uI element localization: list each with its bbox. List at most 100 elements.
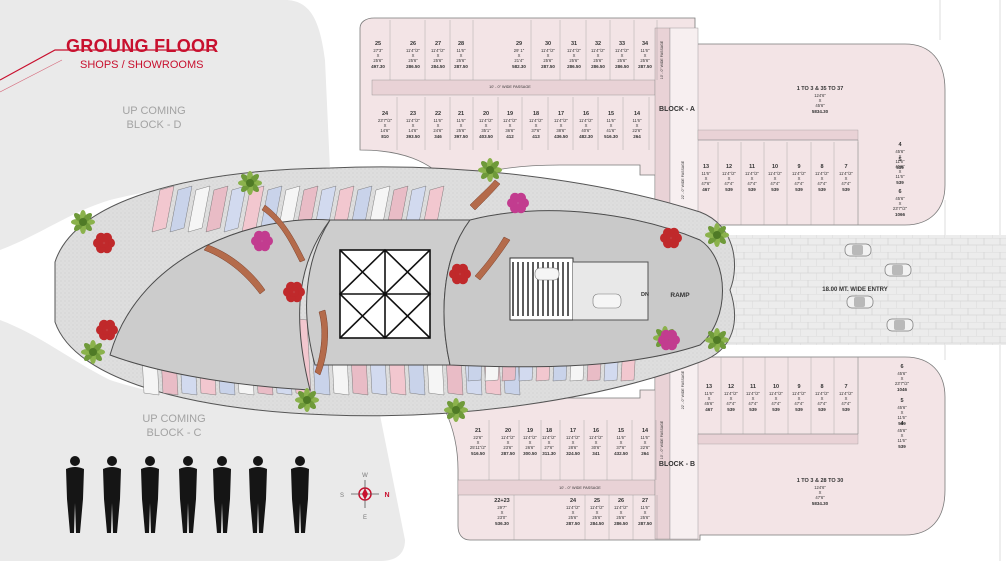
car-icon	[846, 295, 874, 309]
tree-icon	[705, 223, 729, 247]
shop-dimension-x: X	[751, 176, 754, 181]
shop-number: 10	[772, 164, 778, 170]
shop-dimension: 23'7"/2"	[893, 206, 908, 211]
shop-number: 13	[706, 384, 712, 390]
passage-label: 22' - 0" WIDE PASSAGE	[681, 160, 685, 199]
tree-icon	[295, 388, 319, 412]
shop-dimension: 47'4"	[724, 181, 734, 186]
shop-dimension: 11'4"/2"	[529, 118, 543, 123]
flower-bed-icon	[660, 227, 682, 249]
shop-dimension: 11'4"/2"	[615, 48, 629, 53]
block-d-outline	[0, 0, 330, 250]
shop-dimension: 11'4"/2"	[503, 118, 517, 123]
shop-dimension: 11'6"	[641, 505, 650, 510]
shop-area: 1046	[897, 387, 908, 392]
shop-dimension: 47'4"	[770, 181, 780, 186]
shop-dimension-x: X	[595, 440, 598, 445]
flower-bed-icon	[449, 263, 471, 285]
shop-dimension: 11'4"/2"	[768, 171, 782, 176]
shop-dimension: 11'4"/2"	[614, 505, 628, 510]
shop-dimension: 11'4"/2"	[566, 435, 580, 440]
shop-area: 286.50	[614, 521, 628, 526]
shop-number: 16	[593, 428, 599, 434]
plaza-strip	[187, 185, 211, 233]
shop-dimension: 25'6"	[617, 58, 627, 63]
shop-dimension-x: X	[821, 176, 824, 181]
page-subtitle: SHOPS / SHOWROOMS	[80, 59, 204, 71]
shop-dimension-x: X	[620, 440, 623, 445]
shop-dimension: 25'6"	[408, 58, 418, 63]
tree-icon	[238, 171, 262, 195]
shop-dimension-x: X	[705, 176, 708, 181]
shop-dimension-x: X	[644, 510, 647, 515]
shop-dimension: 22'6"	[632, 128, 642, 133]
shop-dimension-x: X	[377, 53, 380, 58]
shop-area: 287.50	[638, 64, 652, 69]
shop-area: 539	[748, 187, 756, 192]
shop-dimension: 11'4"/2"	[501, 435, 515, 440]
shop-number: 8	[820, 164, 823, 170]
shop-dimension-x: X	[548, 440, 551, 445]
shop-number: 20	[505, 428, 511, 434]
shop-area: 539	[898, 444, 906, 449]
shop-area: 287.50	[566, 521, 580, 526]
shop-dimension: 29'7"	[497, 505, 507, 510]
ramp	[509, 257, 649, 321]
block-a-east-shop: 445'6"X11'6"539	[895, 142, 905, 170]
shop-number: 32	[595, 41, 601, 47]
shop-dimension-x: X	[644, 440, 647, 445]
block-b-shop: 811'4"/2"X47'4"539	[815, 384, 829, 412]
block-b-label: BLOCK - B	[659, 461, 695, 468]
shop-dimension: 45'6"	[897, 428, 907, 433]
shop-dimension: 11'4"/2"	[406, 118, 420, 123]
shop-area: 432.50	[614, 451, 628, 456]
shop-dimension: 45'6"	[704, 401, 714, 406]
shop-number: 33	[619, 41, 625, 47]
block-a-shop: 911'4"/2"X47'4"539	[792, 164, 806, 192]
shop-number: 16	[583, 111, 589, 117]
compass-e: E	[363, 515, 367, 521]
shop-area: 413	[532, 134, 540, 139]
tree-icon	[478, 158, 502, 182]
shop-dimension: 22'6"	[473, 435, 483, 440]
shop-dimension: 11'4"/2"	[815, 391, 829, 396]
compass-w: W	[362, 473, 368, 479]
block-a-east-shop: 645'6"X23'7"/2"1066	[893, 189, 908, 217]
shop-number: 29	[516, 41, 522, 47]
shop-area: 539	[818, 187, 826, 192]
shop-dimension: 25'6"	[640, 515, 650, 520]
shop-dimension: 47'4"	[726, 401, 736, 406]
shop-dimension: 47'4"	[817, 401, 827, 406]
shop-area: 539	[896, 165, 904, 170]
flower-bed-icon	[283, 281, 305, 303]
shop-area: 286.50	[591, 64, 605, 69]
shop-dimension: 124'6"	[814, 93, 826, 98]
shop-number: 25	[594, 498, 600, 504]
shop-dimension-x: X	[573, 53, 576, 58]
shop-number: 15	[618, 428, 624, 434]
shop-dimension: 27'6"	[544, 445, 554, 450]
people-silhouettes	[66, 456, 309, 533]
shop-dimension-x: X	[899, 169, 902, 174]
passage-label: 10' - 0" WIDE PASSAGE	[489, 85, 531, 89]
shop-dimension: 25'6"	[456, 58, 466, 63]
flower-bed-icon	[93, 232, 115, 254]
inner-court-west	[109, 219, 331, 391]
shop-number: 5	[898, 157, 901, 163]
shop-number: 12	[728, 384, 734, 390]
shop-number: 17	[570, 428, 576, 434]
shop-area: 287.50	[501, 451, 515, 456]
shop-dimension-x: X	[899, 201, 902, 206]
shop-dimension: 11'4"/2"	[542, 435, 556, 440]
shop-dimension: 40'6"	[581, 128, 591, 133]
